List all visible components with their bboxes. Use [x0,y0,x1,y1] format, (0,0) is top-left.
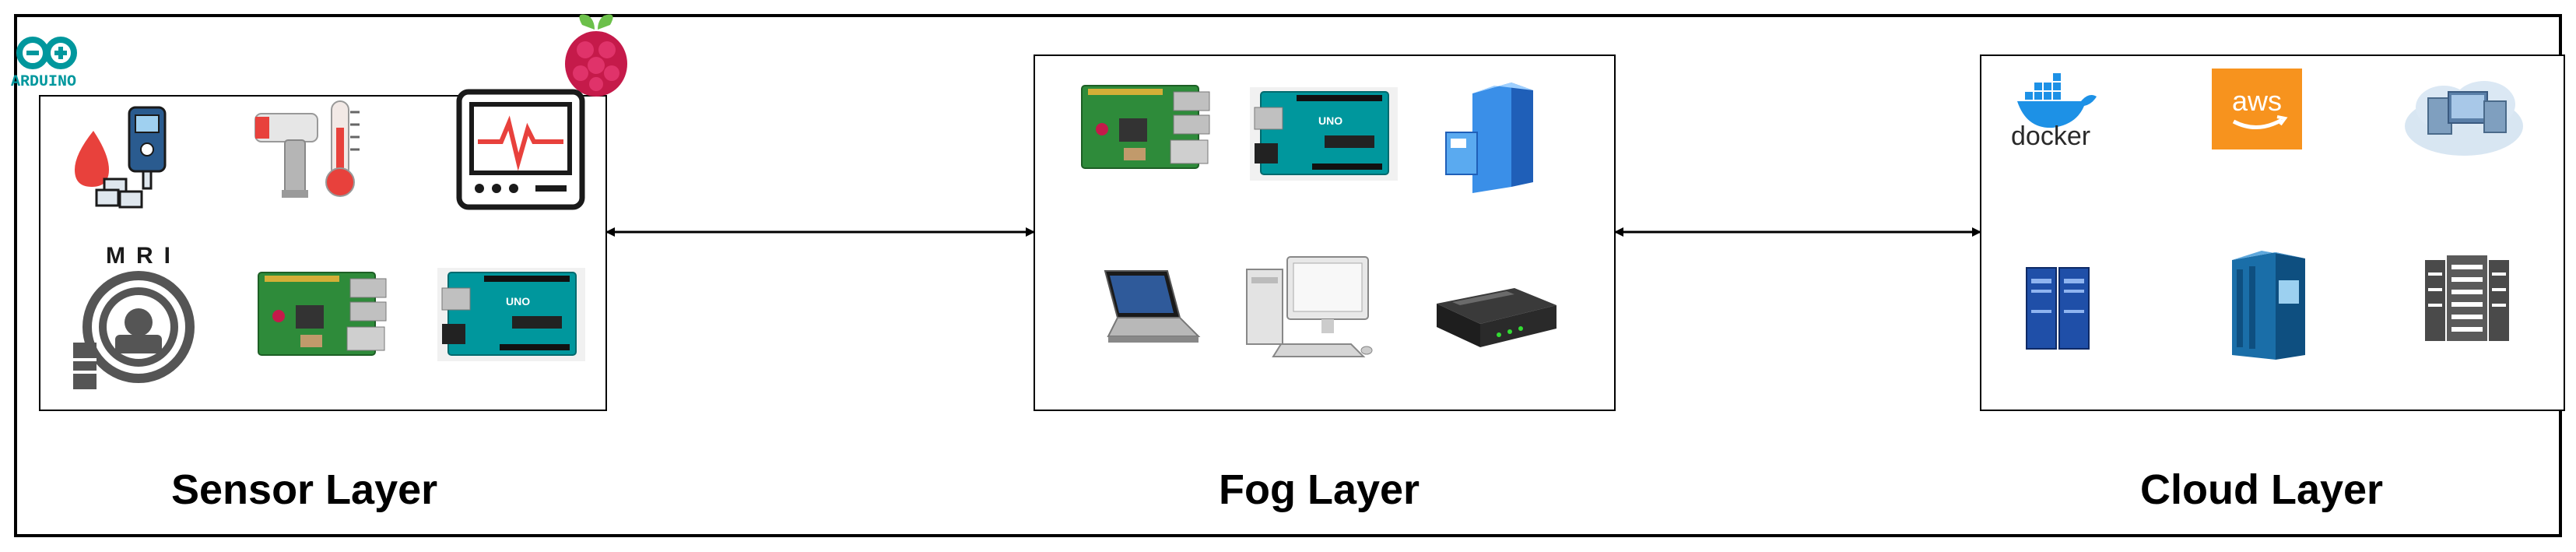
sensor-layer-label: Sensor Layer [171,466,438,513]
arduino-logo-icon: ARDUINO [9,30,103,92]
desktop-computer-icon [1242,254,1374,363]
arduino-logo-text: ARDUINO [11,73,76,91]
thermometer-gun-icon [251,97,375,213]
server-rack-icon [2227,246,2313,363]
heart-monitor-icon [456,89,585,210]
arduino-board-icon: UNO [437,268,585,361]
cloud-layer-label: Cloud Layer [2140,466,2384,513]
laptop-icon [1093,265,1202,350]
raspberry-pi-board-icon [1080,84,1213,171]
datacenter-icon [2422,254,2512,346]
svg-text:UNO: UNO [1318,114,1342,127]
cloud-servers-icon [2400,72,2528,162]
router-icon [1429,272,1561,358]
docker-text: docker [2011,121,2090,148]
server-icon [1441,78,1542,195]
raspberry-pi-board-icon [257,271,389,358]
fog-layer-label: Fog Layer [1219,466,1420,513]
aws-icon: aws [2212,69,2302,149]
arduino-board-icon: UNO [1250,87,1398,181]
glucose-meter-icon [62,92,171,209]
svg-text:UNO: UNO [506,295,530,308]
docker-icon: docker [2006,70,2100,148]
raspberry-pi-logo-icon [559,9,633,100]
blue-server-icon [2023,263,2093,353]
aws-text: aws [2232,85,2282,117]
mri-label-text: MRI [106,243,181,269]
mri-scanner-icon: MRI [68,241,202,389]
